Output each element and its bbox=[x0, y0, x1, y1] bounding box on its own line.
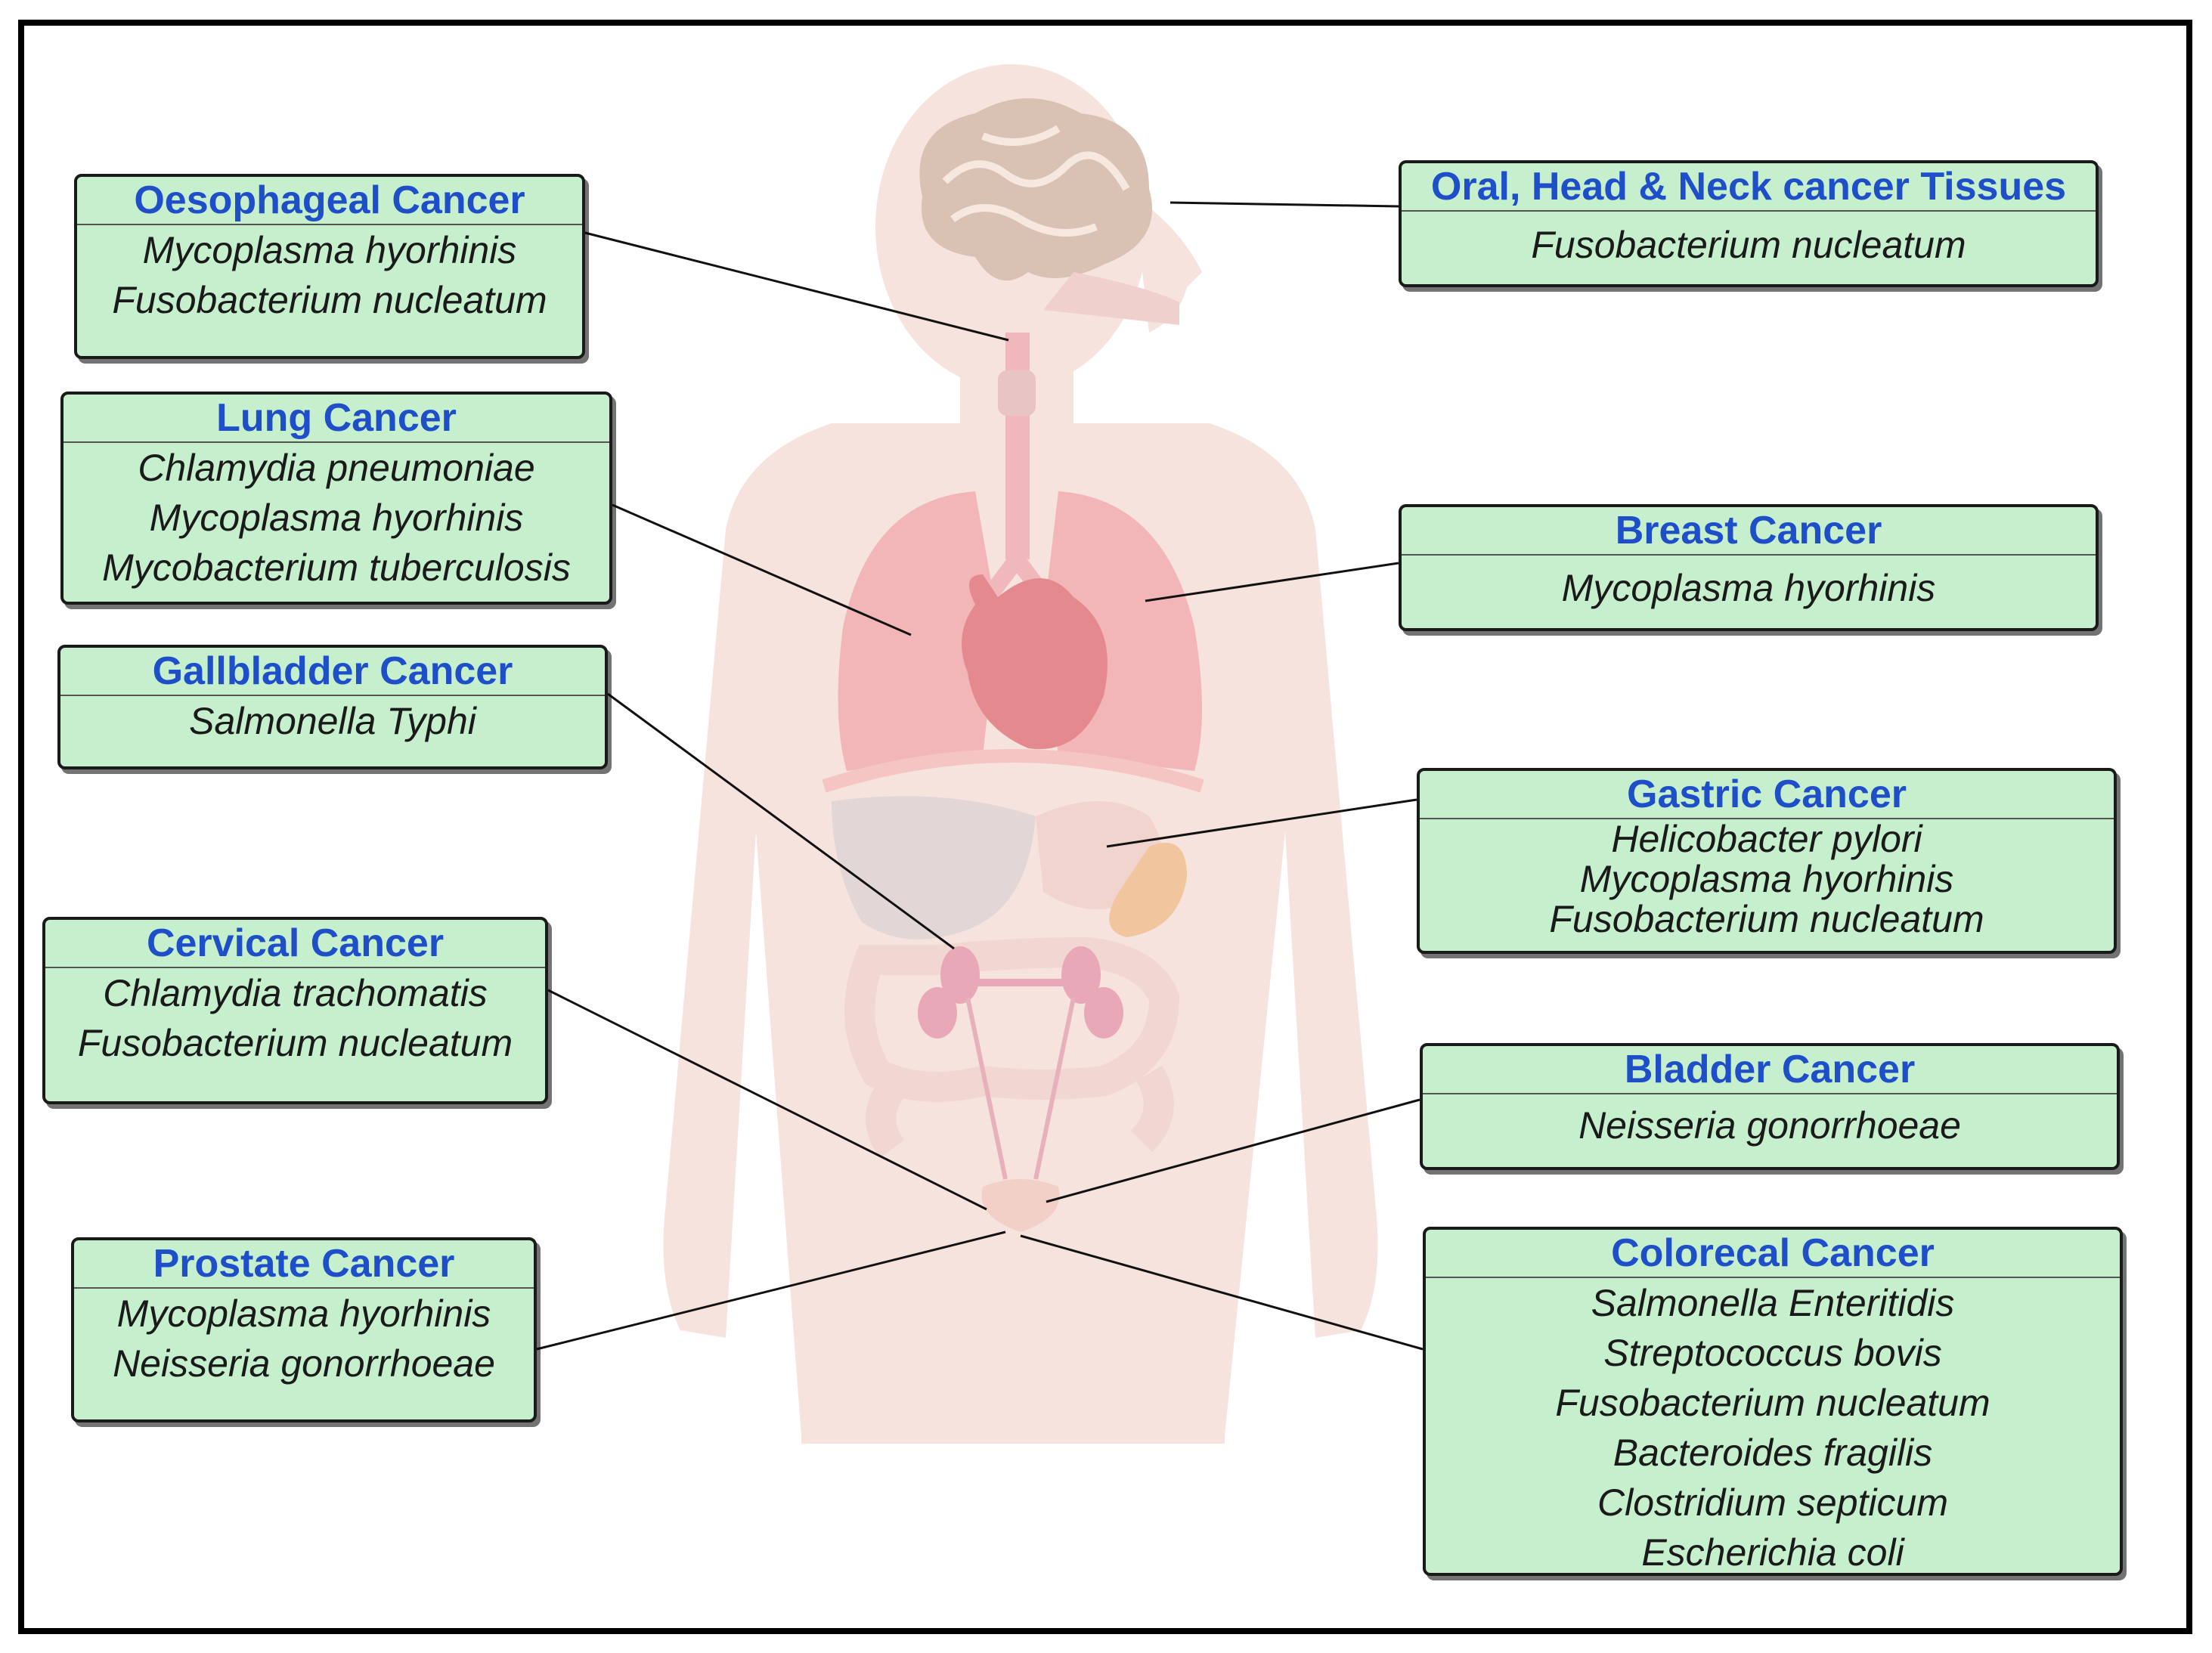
box-gallbladder: Gallbladder Cancer Salmonella Typhi bbox=[57, 645, 608, 769]
box-oesophageal: Oesophageal Cancer Mycoplasma hyorhinis … bbox=[74, 174, 585, 359]
bacterium-label: Fusobacterium nucleatum bbox=[77, 1022, 513, 1064]
bacterium-label: Chlamydia pneumoniae bbox=[138, 447, 535, 489]
bacterium-label: Mycoplasma hyorhinis bbox=[142, 229, 517, 271]
bacterium-label: Chlamydia trachomatis bbox=[103, 972, 488, 1014]
box-title: Bladder Cancer bbox=[1423, 1046, 2117, 1094]
box-title: Oesophageal Cancer bbox=[77, 177, 582, 225]
kidneys-illustration bbox=[918, 946, 1123, 1180]
box-breast: Breast Cancer Mycoplasma hyorhinis bbox=[1399, 504, 2099, 631]
bacterium-label: Fusobacterium nucleatum bbox=[1555, 1382, 1990, 1424]
box-title: Oral, Head & Neck cancer Tissues bbox=[1402, 163, 2096, 212]
box-prostate: Prostate Cancer Mycoplasma hyorhinis Nei… bbox=[71, 1237, 537, 1422]
box-title: Gastric Cancer bbox=[1420, 771, 2114, 819]
connector-lines bbox=[536, 201, 1424, 1351]
connector-oral bbox=[1170, 201, 1399, 208]
connector-gallbladder bbox=[607, 692, 955, 950]
box-title: Breast Cancer bbox=[1402, 507, 2096, 556]
box-title: Prostate Cancer bbox=[74, 1240, 534, 1289]
bacterium-label: Mycoplasma hyorhinis bbox=[149, 497, 524, 539]
bacterium-label: Neisseria gonorrhoeae bbox=[113, 1342, 495, 1385]
box-gastric: Gastric Cancer Helicobacter pylori Mycop… bbox=[1417, 768, 2117, 954]
connector-prostate bbox=[536, 1230, 1006, 1351]
connector-oesophageal bbox=[584, 231, 1009, 342]
box-oral-head-neck: Oral, Head & Neck cancer Tissues Fusobac… bbox=[1399, 160, 2099, 287]
box-bladder: Bladder Cancer Neisseria gonorrhoeae bbox=[1420, 1043, 2120, 1170]
liver-illustration bbox=[832, 796, 1036, 939]
bacterium-label: Mycobacterium tuberculosis bbox=[102, 546, 571, 589]
box-title: Lung Cancer bbox=[64, 395, 609, 443]
bacterium-label: Fusobacterium nucleatum bbox=[112, 279, 547, 321]
bacterium-label: Mycoplasma hyorhinis bbox=[116, 1292, 491, 1335]
brain-illustration bbox=[919, 98, 1152, 281]
bladder-illustration bbox=[981, 1179, 1060, 1232]
bacterium-label: Helicobacter pylori bbox=[1611, 818, 1922, 860]
bacterium-label: Fusobacterium nucleatum bbox=[1531, 224, 1966, 266]
connector-gastric bbox=[1106, 798, 1417, 848]
connector-lung bbox=[612, 503, 912, 636]
box-title: Gallbladder Cancer bbox=[60, 648, 605, 696]
bacterium-label: Salmonella Typhi bbox=[189, 700, 476, 742]
bacterium-label: Bacteroides fragilis bbox=[1613, 1432, 1933, 1474]
bacterium-label: Salmonella Enteritidis bbox=[1591, 1282, 1955, 1324]
bacterium-label: Mycoplasma hyorhinis bbox=[1579, 858, 1954, 900]
connector-colorectal bbox=[1020, 1234, 1424, 1351]
box-title: Cervical Cancer bbox=[45, 920, 545, 968]
box-cervical: Cervical Cancer Chlamydia trachomatis Fu… bbox=[42, 917, 548, 1104]
box-lung: Lung Cancer Chlamydia pneumoniae Mycopla… bbox=[60, 392, 612, 605]
bacterium-label: Fusobacterium nucleatum bbox=[1549, 898, 1984, 940]
bacterium-label: Neisseria gonorrhoeae bbox=[1578, 1104, 1961, 1147]
bacterium-label: Mycoplasma hyorhinis bbox=[1561, 567, 1936, 609]
box-title: Colorecal Cancer bbox=[1426, 1230, 2120, 1278]
connector-bladder bbox=[1046, 1098, 1420, 1203]
heart-illustration bbox=[962, 574, 1108, 750]
connector-breast bbox=[1145, 562, 1399, 602]
bacterium-label: Streptococcus bovis bbox=[1603, 1332, 1942, 1374]
spleen-illustration bbox=[1109, 843, 1187, 937]
diaphragm-illustration bbox=[822, 749, 1204, 793]
box-colorectal: Colorecal Cancer Salmonella Enteritidis … bbox=[1423, 1227, 2123, 1576]
bacterium-label: Clostridium septicum bbox=[1597, 1481, 1948, 1524]
connector-cervical bbox=[547, 989, 987, 1211]
bacterium-label: Escherichia coli bbox=[1641, 1531, 1904, 1574]
